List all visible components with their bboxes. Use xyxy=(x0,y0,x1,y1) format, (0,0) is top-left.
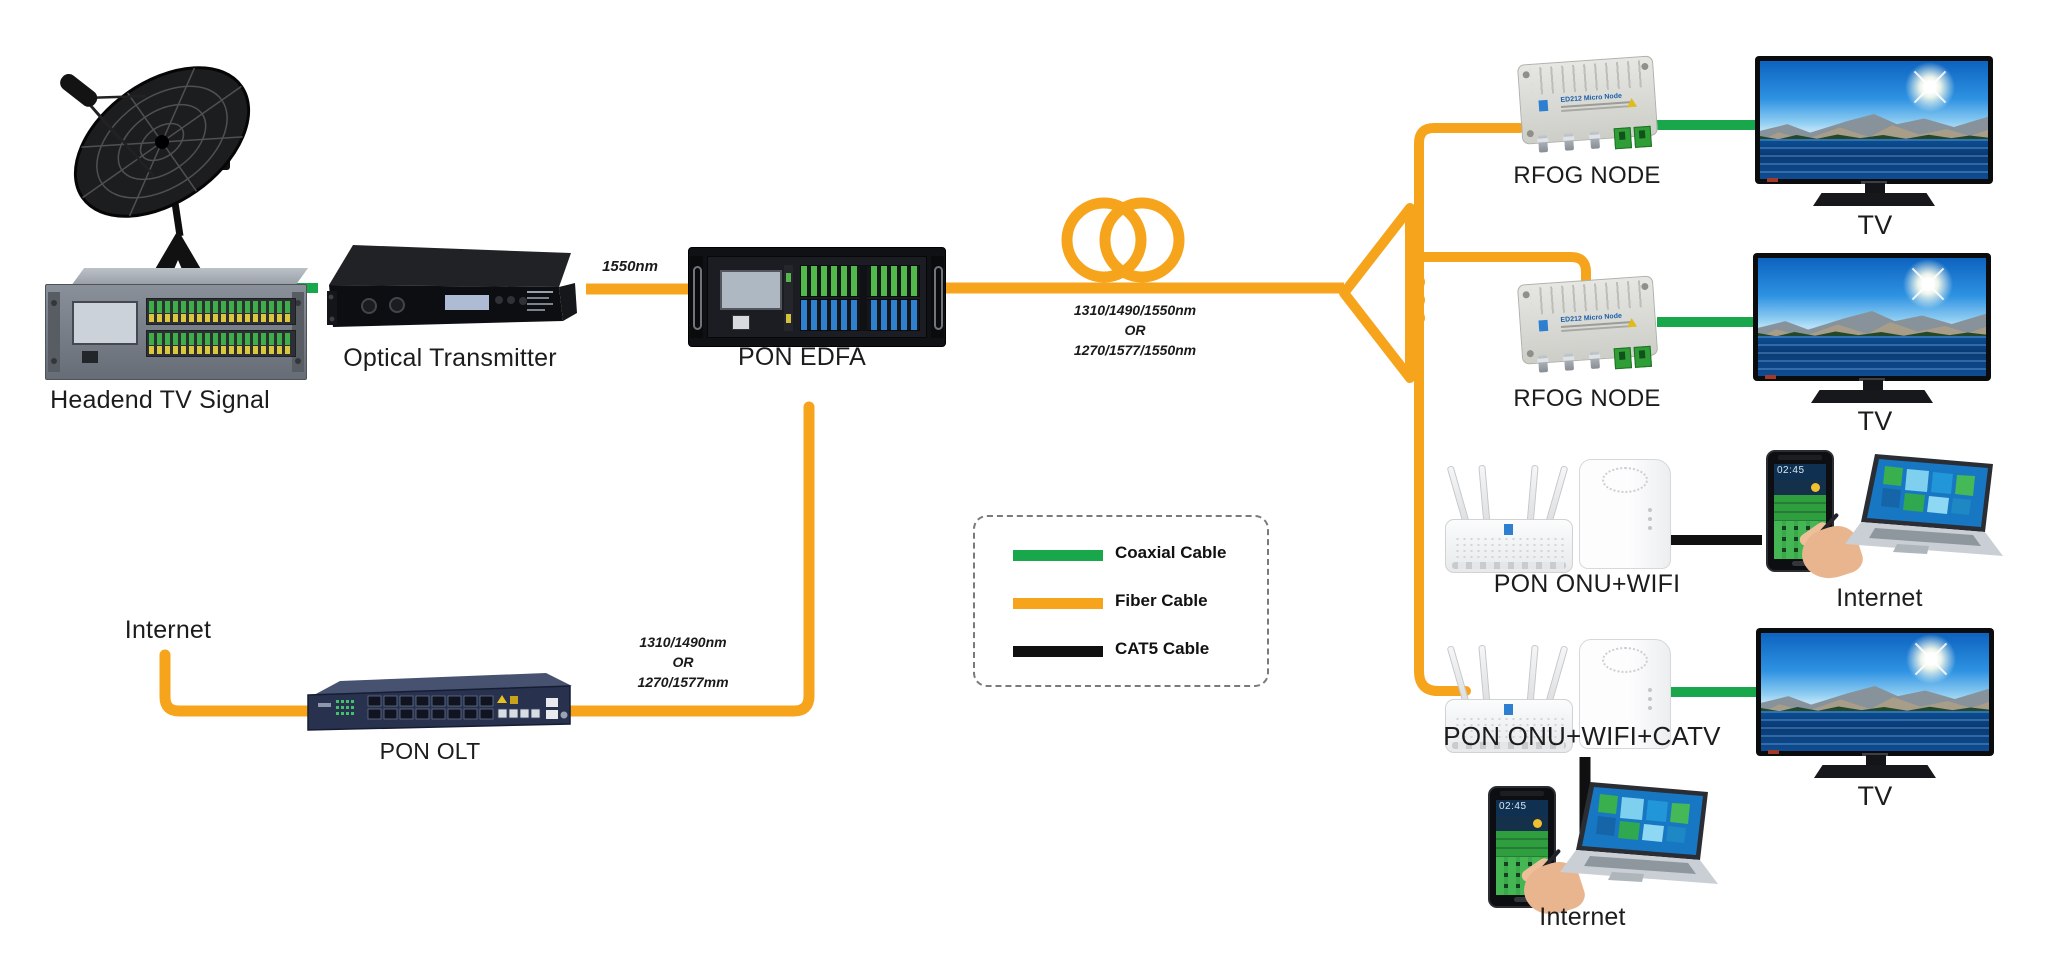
splitter-port-dot xyxy=(1409,292,1425,308)
wavelength-main: 1310/1490/1550nm OR 1270/1577/1550nm xyxy=(1073,302,1197,358)
fiber-coil-icon xyxy=(1099,197,1185,283)
brand-logo xyxy=(1538,99,1549,112)
coax-f-connector xyxy=(1537,135,1549,153)
ethernet-port xyxy=(82,351,98,363)
legend-item-coax: Coaxial Cable xyxy=(975,543,1267,567)
headend-device xyxy=(45,268,309,384)
fiber-sc-connector xyxy=(1633,125,1652,148)
pon-onu-wifi-catv-device xyxy=(1445,633,1671,753)
rfog-node-2-label: RFOG NODE xyxy=(1513,385,1661,412)
tv-1-label: TV xyxy=(1857,210,1893,240)
tv-1-device xyxy=(1755,56,1997,208)
wavelength-1550: 1550nm xyxy=(602,258,658,275)
satellite-dish-icon xyxy=(50,36,265,291)
antenna-icon xyxy=(1544,465,1569,527)
legend-item-fiber: Fiber Cable xyxy=(975,591,1267,615)
sun-icon xyxy=(1905,633,1958,685)
smartphone-device: 02:45 xyxy=(1766,450,1867,586)
cat5-color-swatch xyxy=(1013,646,1103,657)
internet-top-label: Internet xyxy=(1836,584,1923,612)
phone-clock: 02:45 xyxy=(1777,465,1805,476)
antenna-icon xyxy=(1544,645,1569,707)
laptop-device xyxy=(1560,780,1725,902)
coax-f-connector xyxy=(1589,351,1600,369)
laser-warning-icon xyxy=(1626,317,1638,328)
fiber-sc-connector xyxy=(1613,347,1633,370)
fiber-olt-to-edfa xyxy=(568,401,815,717)
brand-logo xyxy=(1538,319,1549,332)
fiber-internet-to-olt xyxy=(159,649,580,717)
pon-olt-device xyxy=(306,673,572,735)
ethernet-port xyxy=(732,315,750,330)
laptop-device xyxy=(1845,452,2010,574)
tv-3-label: TV xyxy=(1857,781,1893,811)
antenna-icon xyxy=(1526,644,1539,708)
weather-widget xyxy=(1774,480,1826,495)
onu-tower-unit xyxy=(1579,459,1671,569)
pon-onu-wifi-label: PON ONU+WIFI xyxy=(1493,570,1681,598)
antenna-icon xyxy=(1446,465,1471,527)
lcd-display xyxy=(72,301,138,345)
home-button xyxy=(1514,897,1530,902)
sun-icon xyxy=(1902,258,1955,310)
optical-splitter-icon xyxy=(1339,203,1415,383)
optical-transmitter-device xyxy=(327,243,577,340)
pon-onu-wifi-catv-label: PON ONU+WIFI+CATV xyxy=(1443,721,1721,751)
rfog-node-2-device: ED212 Micro Node xyxy=(1515,269,1664,383)
fiber-port-row xyxy=(146,298,296,325)
antenna-icon xyxy=(1478,464,1491,528)
fiber-branch-rfog2 xyxy=(1414,252,1591,298)
brand-logo xyxy=(1504,524,1513,535)
fiber-port-row xyxy=(146,330,296,357)
tv-2-label: TV xyxy=(1857,406,1893,436)
pon-edfa-label: PON EDFA xyxy=(737,343,867,371)
brand-logo xyxy=(1504,704,1513,715)
internet-bottom-label: Internet xyxy=(1539,903,1626,931)
onu-tower-unit xyxy=(1579,639,1671,749)
fiber-sc-connector xyxy=(1633,345,1652,368)
fiber-sc-connector xyxy=(1613,127,1633,150)
antenna-icon xyxy=(1478,644,1491,708)
splitter-port-dot xyxy=(1409,274,1425,290)
rfog-node-1-label: RFOG NODE xyxy=(1513,162,1661,189)
rfog-node-1-device: ED212 Micro Node xyxy=(1515,49,1664,163)
phone-clock: 02:45 xyxy=(1499,801,1527,812)
splitter-port-dot xyxy=(1409,310,1425,326)
wifi-router xyxy=(1445,459,1573,573)
optical-transmitter-label: Optical Transmitter xyxy=(343,344,557,372)
tv-3-device xyxy=(1756,628,1998,780)
fiber-coil-icon xyxy=(1061,197,1147,283)
internet-left-label: Internet xyxy=(124,616,212,644)
antenna-icon xyxy=(1446,645,1471,707)
wavelength-olt: 1310/1490nm OR 1270/1577mm xyxy=(637,634,729,690)
legend-box: Coaxial Cable Fiber Cable CAT5 Cable xyxy=(973,515,1269,687)
lcd-display xyxy=(720,270,782,310)
coax-f-connector xyxy=(1563,353,1575,371)
antenna-icon xyxy=(1526,464,1539,528)
pon-onu-wifi-device xyxy=(1445,453,1671,573)
coax-f-connector xyxy=(1589,131,1600,149)
pon-edfa-device xyxy=(688,247,946,347)
coax-f-connector xyxy=(1537,355,1549,373)
tv-2-device xyxy=(1753,253,1995,405)
smartphone-device: 02:45 xyxy=(1488,786,1589,922)
pon-olt-label: PON OLT xyxy=(379,738,481,764)
wifi-router xyxy=(1445,639,1573,753)
coax-f-connector xyxy=(1563,133,1575,151)
fiber-splitter-trunk xyxy=(1414,123,1525,696)
fiber-color-swatch xyxy=(1013,598,1103,609)
legend-item-cat5: CAT5 Cable xyxy=(975,639,1267,663)
weather-widget xyxy=(1496,816,1548,831)
laser-warning-icon xyxy=(1626,97,1638,108)
headend-label: Headend TV Signal xyxy=(50,386,270,414)
rack-front-panel xyxy=(45,284,307,380)
home-button xyxy=(1792,561,1808,566)
sun-icon xyxy=(1904,61,1957,113)
coax-color-swatch xyxy=(1013,550,1103,561)
